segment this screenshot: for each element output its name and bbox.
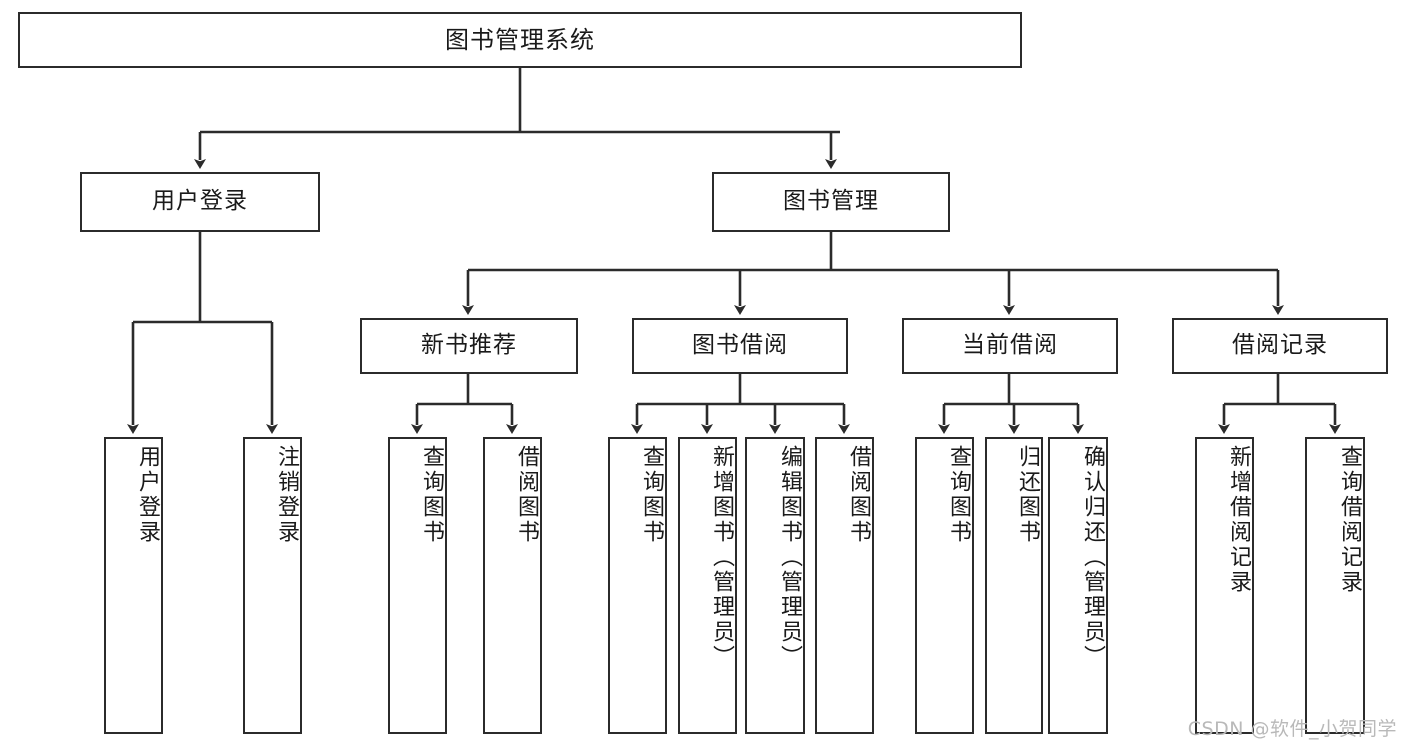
- leaf-book-borrow-query[interactable]: 查询图书: [608, 437, 667, 734]
- node-label: 新增借阅记录: [1226, 445, 1251, 595]
- node-label: 查询借阅记录: [1337, 445, 1362, 595]
- node-label: 当前借阅: [962, 332, 1058, 359]
- node-label: 图书借阅: [692, 332, 788, 359]
- leaf-book-borrow-add[interactable]: 新增图书（管理员）: [678, 437, 737, 734]
- node-label: 图书管理: [783, 188, 879, 215]
- node-label: 借阅图书: [846, 445, 871, 545]
- node-label: 确认归还（管理员）: [1080, 445, 1105, 670]
- node-label: 编辑图书（管理员）: [777, 445, 802, 670]
- node-root-library-system[interactable]: 图书管理系统: [18, 12, 1022, 68]
- node-book-management[interactable]: 图书管理: [712, 172, 950, 232]
- node-borrow-record[interactable]: 借阅记录: [1172, 318, 1388, 374]
- node-new-book-recommend[interactable]: 新书推荐: [360, 318, 578, 374]
- leaf-borrow-record-add[interactable]: 新增借阅记录: [1195, 437, 1254, 734]
- leaf-new-book-query[interactable]: 查询图书: [388, 437, 447, 734]
- node-user-login[interactable]: 用户登录: [80, 172, 320, 232]
- node-label: 借阅图书: [514, 445, 539, 545]
- leaf-user-login-logout[interactable]: 注销登录: [243, 437, 302, 734]
- leaf-current-borrow-query[interactable]: 查询图书: [915, 437, 974, 734]
- watermark-text: CSDN @软件_小贺同学: [1187, 718, 1397, 740]
- node-label: 查询图书: [946, 445, 971, 545]
- node-label: 图书管理系统: [445, 25, 595, 54]
- node-current-borrow[interactable]: 当前借阅: [902, 318, 1118, 374]
- node-label: 注销登录: [274, 445, 299, 545]
- node-label: 归还图书: [1015, 445, 1040, 545]
- leaf-borrow-record-query[interactable]: 查询借阅记录: [1305, 437, 1365, 734]
- leaf-new-book-borrow[interactable]: 借阅图书: [483, 437, 542, 734]
- node-label: 借阅记录: [1232, 332, 1328, 359]
- node-label: 新书推荐: [421, 332, 517, 359]
- leaf-book-borrow-edit[interactable]: 编辑图书（管理员）: [745, 437, 805, 734]
- node-label: 用户登录: [135, 445, 160, 545]
- node-label: 新增图书（管理员）: [709, 445, 734, 670]
- leaf-current-borrow-confirm-return[interactable]: 确认归还（管理员）: [1048, 437, 1108, 734]
- leaf-book-borrow-borrow[interactable]: 借阅图书: [815, 437, 874, 734]
- node-label: 查询图书: [639, 445, 664, 545]
- node-book-borrow[interactable]: 图书借阅: [632, 318, 848, 374]
- node-label: 用户登录: [152, 188, 248, 215]
- node-label: 查询图书: [419, 445, 444, 545]
- leaf-user-login-login[interactable]: 用户登录: [104, 437, 163, 734]
- leaf-current-borrow-return[interactable]: 归还图书: [985, 437, 1043, 734]
